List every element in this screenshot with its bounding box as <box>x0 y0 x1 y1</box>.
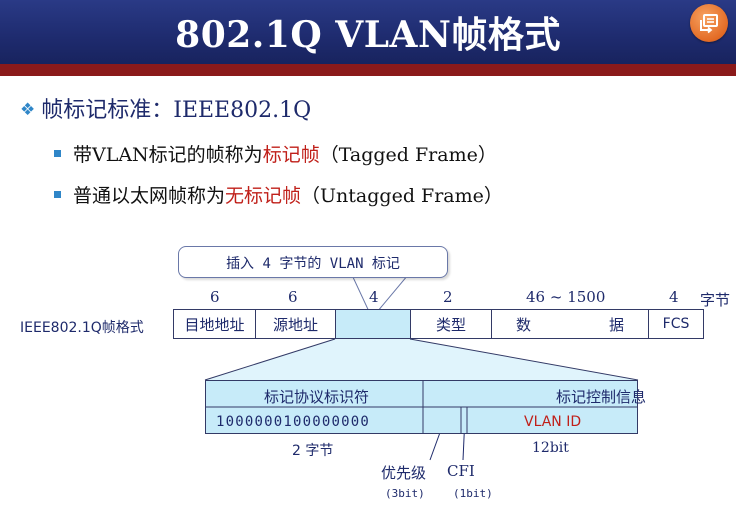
field-type: 类型 <box>411 310 492 338</box>
field-fcs: FCS <box>662 316 690 332</box>
vlan-id-size: 12bit <box>532 440 569 456</box>
slide-nav-button[interactable] <box>690 4 728 42</box>
tpid-size: 2 字节 <box>292 443 334 459</box>
ethernet-frame: 目地地址 源地址 类型 数据 FCS <box>173 309 704 339</box>
priority-bits: (3bit) <box>385 487 425 500</box>
size-fcs: 4 <box>669 288 679 306</box>
size-data: 46 ~ 1500 <box>526 288 606 306</box>
size-unit: 字节 <box>700 291 731 309</box>
return-icon <box>700 14 718 34</box>
insert-tag-callout: 插入 4 字节的 VLAN 标记 <box>178 246 448 278</box>
square-bullet-icon <box>54 150 61 157</box>
standard-heading: ❖帧标记标准：IEEE802.1Q <box>20 98 312 123</box>
tagged-frame-item: 带VLAN标记的帧称为标记帧（Tagged Frame） <box>54 140 497 167</box>
field-src-address: 源地址 <box>256 310 336 338</box>
size-type: 2 <box>443 288 453 306</box>
diamond-bullet-icon: ❖ <box>20 100 36 120</box>
cfi-bits: (1bit) <box>453 487 493 500</box>
field-data: 数据 <box>492 310 649 338</box>
tpid-bits: 1000000100000000 <box>216 414 371 430</box>
size-dest: 6 <box>210 288 220 306</box>
tci-label: 标记控制信息 <box>556 388 647 406</box>
frame-format-label: IEEE802.1Q帧格式 <box>20 320 144 336</box>
header-stripe <box>0 64 736 76</box>
vlan-tag-detail: 标记协议标识符 标记控制信息 1000000100000000 VLAN ID <box>205 380 646 434</box>
slide-title: 802.1Q VLAN帧格式 <box>175 14 561 56</box>
square-bullet-icon <box>54 191 61 198</box>
field-vlan-tag <box>336 310 411 338</box>
slide-header: 802.1Q VLAN帧格式 <box>0 0 736 64</box>
priority-label: 优先级 <box>381 464 427 482</box>
untagged-frame-item: 普通以太网帧称为无标记帧（Untagged Frame） <box>54 181 503 208</box>
cfi-label: CFI <box>447 462 475 480</box>
field-dest-address: 目地地址 <box>174 310 256 338</box>
expansion-shape <box>205 339 638 380</box>
size-tag: 4 <box>369 288 379 306</box>
vlan-id-field: VLAN ID <box>524 414 582 430</box>
size-src: 6 <box>288 288 298 306</box>
tpid-label: 标记协议标识符 <box>264 388 370 406</box>
